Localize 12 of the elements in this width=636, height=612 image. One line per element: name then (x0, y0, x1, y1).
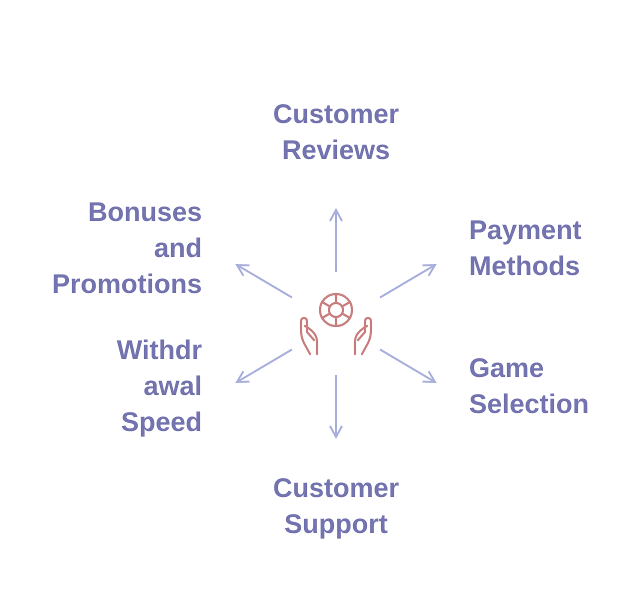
arrow (380, 348, 436, 383)
topic-label: Withdrawal Speed (116, 334, 202, 439)
topic-label: Game Selection (469, 352, 590, 421)
arrow (380, 264, 436, 298)
arrow (329, 375, 343, 438)
arrow (329, 209, 343, 272)
topic-label: Customer Support (272, 472, 400, 541)
topic-label: Payment Methods (469, 214, 583, 283)
topic-label: Bonuses and Promotions (50, 196, 202, 301)
arrow (236, 264, 292, 298)
arrow (236, 348, 292, 383)
topic-label: Customer Reviews (272, 98, 400, 167)
